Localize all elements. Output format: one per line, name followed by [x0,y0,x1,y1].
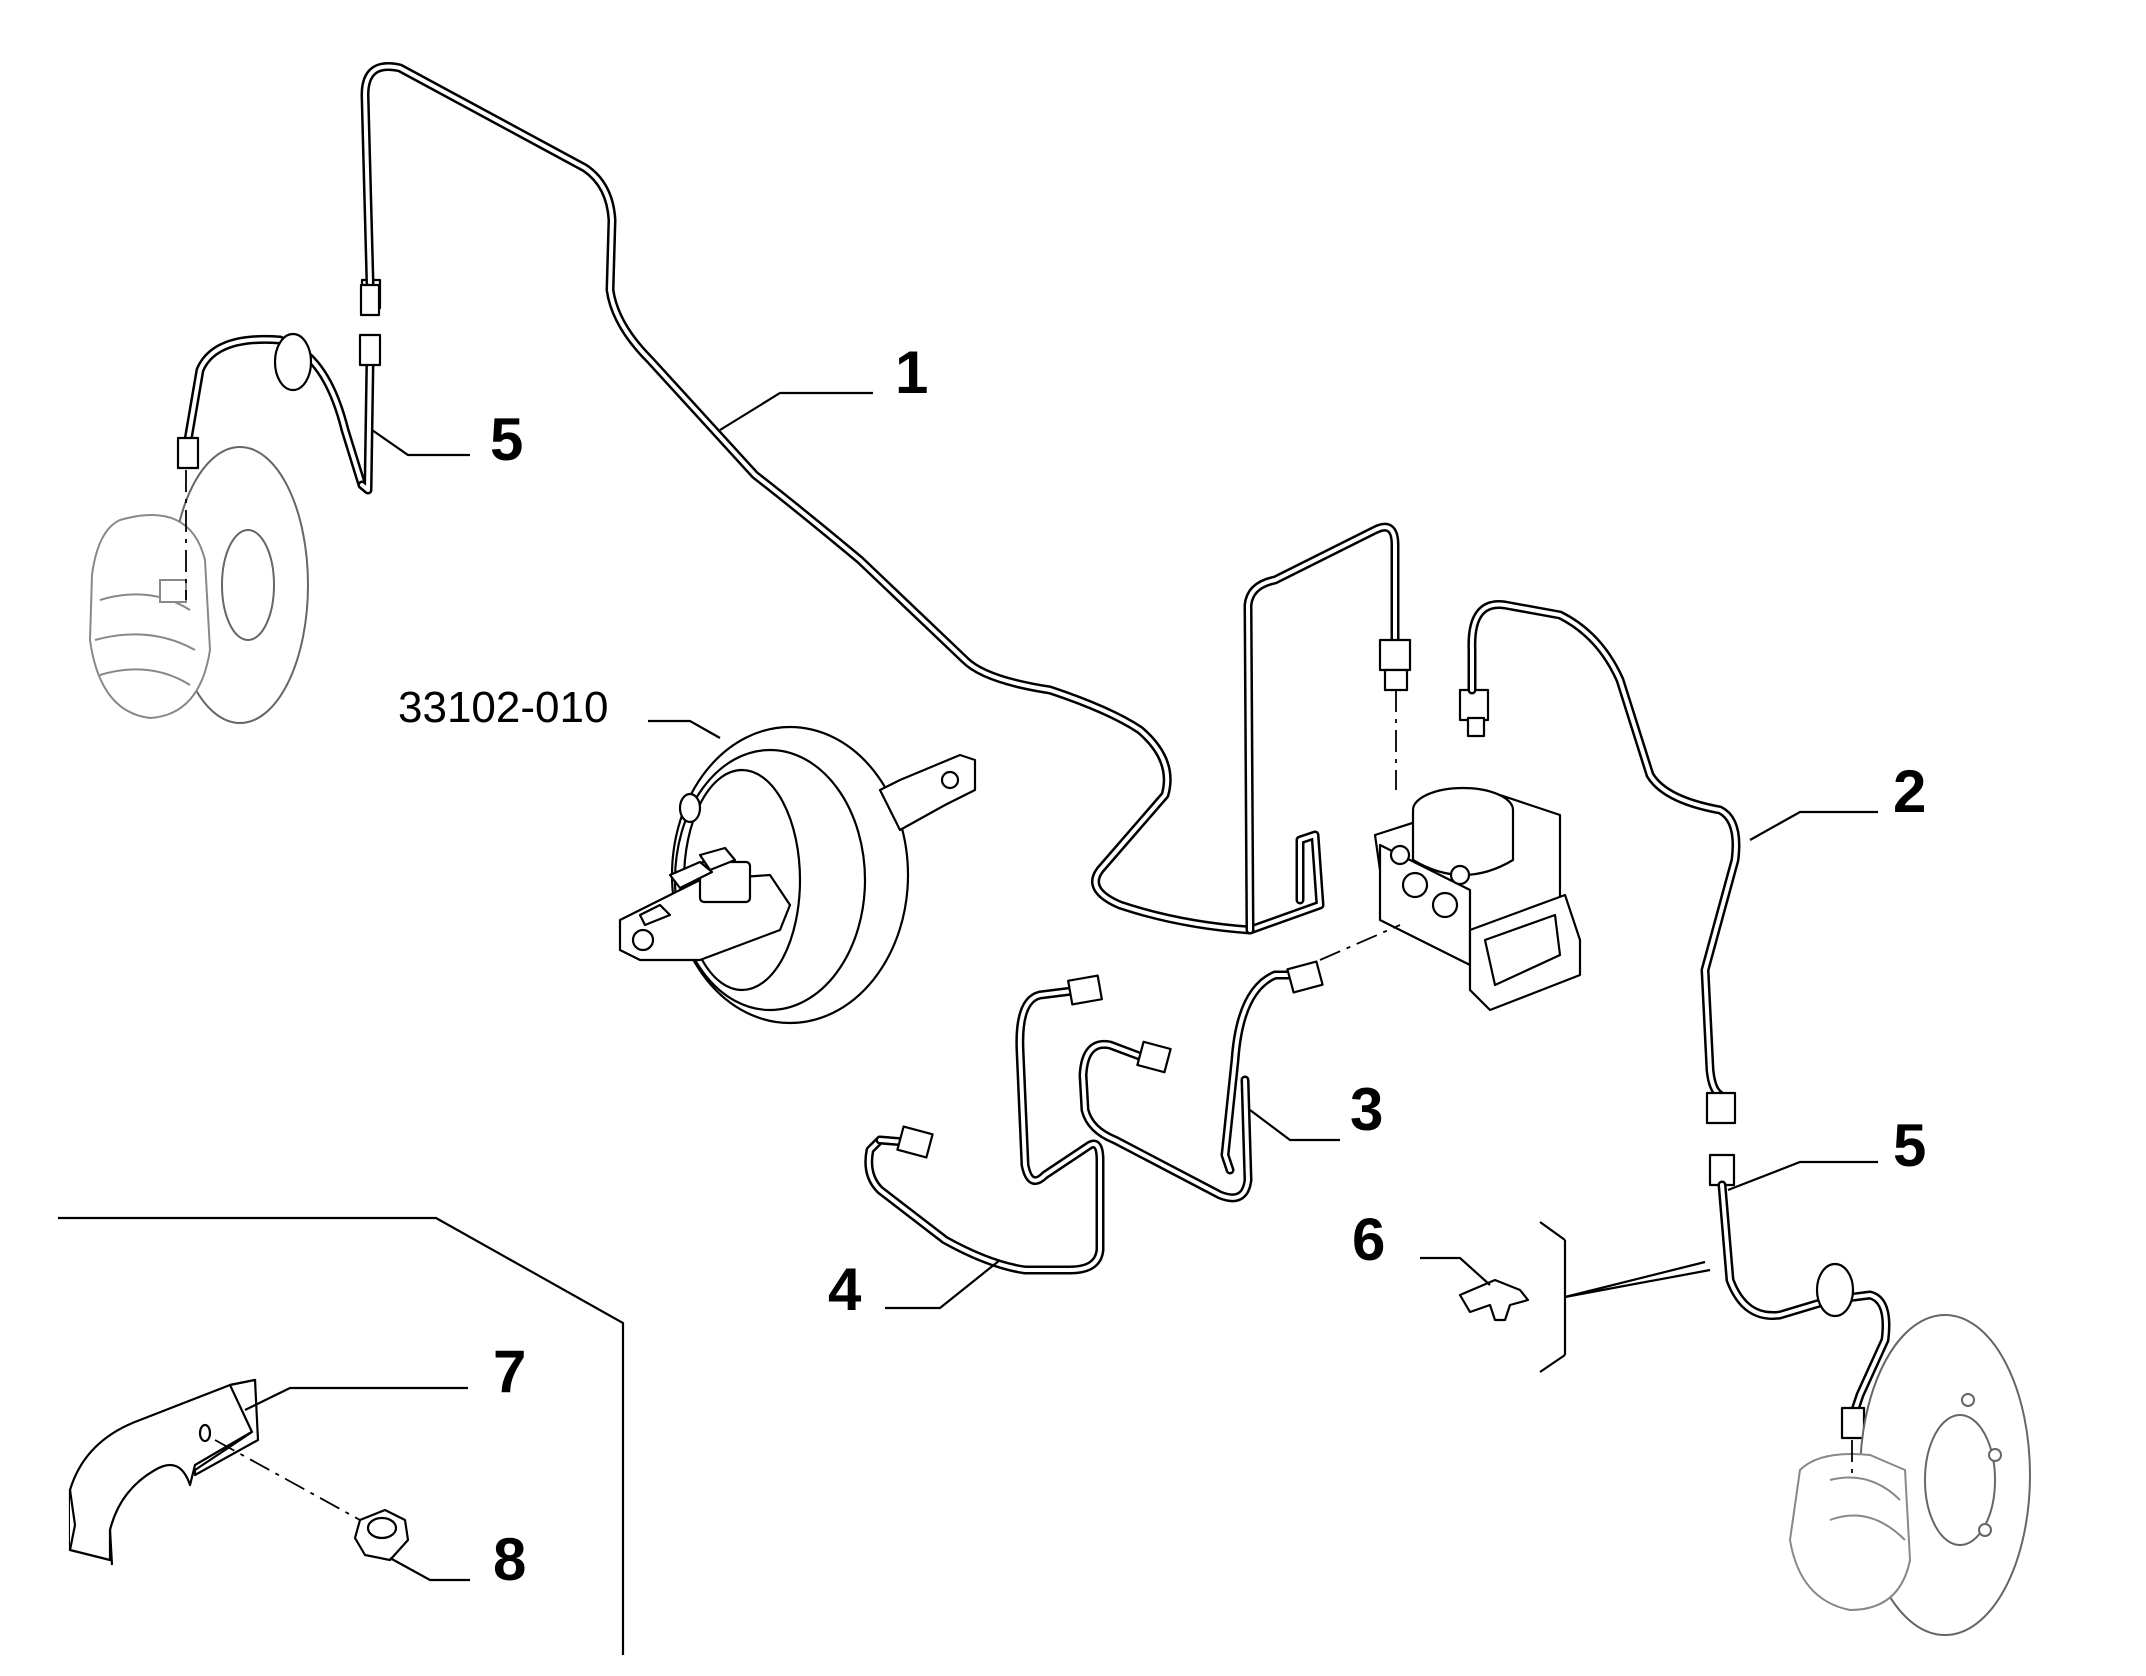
part-number-label: 33102-010 [398,683,608,732]
left-brake-disc-caliper [88,446,309,724]
nut-8 [353,1508,410,1562]
callouts: 1 2 3 4 5 5 6 7 8 33102-010 [398,339,1926,1593]
bracket-7 [68,1378,260,1566]
callout-5-right: 5 [1893,1112,1926,1179]
clip-6 [1458,1221,1711,1373]
brake-pipe-1 [359,62,1325,935]
brake-pipe-3 [1078,960,1324,1203]
right-brake-disc-caliper [1788,1314,2031,1636]
brake-booster-master-cylinder [618,725,977,1025]
inset-panel [58,1216,625,1655]
callout-5-left: 5 [490,406,523,473]
leader-lines [244,391,1878,1582]
brake-pipe-2 [1458,600,1741,1125]
callout-1: 1 [895,339,928,406]
callout-8: 8 [493,1526,526,1593]
brake-hose-left [176,278,382,495]
callout-2: 2 [1893,758,1926,825]
callout-3: 3 [1350,1076,1383,1143]
callout-4: 4 [828,1256,862,1323]
brake-pipe-4 [864,974,1105,1275]
abs-inlet-pipe [1243,522,1412,935]
brake-hose-right [1708,1153,1891,1440]
callout-7: 7 [493,1338,526,1405]
callout-6: 6 [1352,1206,1385,1273]
abs-modulator-unit [1319,786,1582,1012]
